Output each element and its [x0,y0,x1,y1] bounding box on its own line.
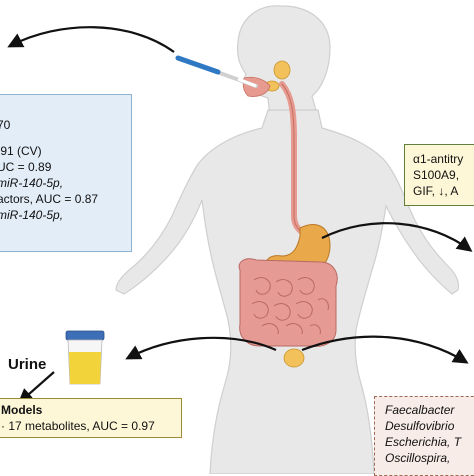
gastric-biomarker-panel: α1-antitry S100A9, GIF, ↓, A [404,144,474,206]
swab-icon [175,55,258,88]
gastric-line: GIF, ↓, A [413,184,459,198]
urine-cup-icon [65,330,105,385]
arrows [7,26,473,405]
feces-line: Desulfovibrio [385,419,455,433]
saliva-line: miR-140-5p, [0,176,64,190]
gastric-line: S100A9, [413,168,460,182]
urine-panel-header: Models [1,403,43,417]
saliva-line: actors, AUC = 0.87 [0,192,99,206]
saliva-line: miR-140-5p, [0,208,64,222]
arrow-urine-left [125,336,277,360]
fecal-microbiota-panel: Faecalbacter Desulfovibrio Escherichia, … [374,396,474,476]
urine-biomarker-panel: Models · 17 metabolites, AUC = 0.97 [0,398,182,438]
gastric-line: α1-antitry [413,152,464,166]
urine-label: Urine [8,356,47,373]
urine-panel-line: · 17 metabolites, AUC = 0.97 [1,419,155,433]
arrow-saliva [7,26,175,53]
feces-line: Faecalbacter [385,403,455,417]
saliva-line: 70 [0,118,11,132]
salivary-glands [264,60,291,92]
saliva-line: UC = 0.89 [0,160,52,174]
arrow-urine-down [17,371,55,405]
arrow-gastric [321,222,473,252]
saliva-biomarker-panel: 70 .91 (CV) UC = 0.89 miR-140-5p, actors… [0,94,132,252]
bladder [283,348,305,368]
intestines [238,258,338,347]
saliva-line: .91 (CV) [0,144,42,158]
arrow-feces-right [301,335,469,364]
feces-line: Oscillospira, [385,451,451,465]
feces-line: Escherichia, T [385,435,462,449]
